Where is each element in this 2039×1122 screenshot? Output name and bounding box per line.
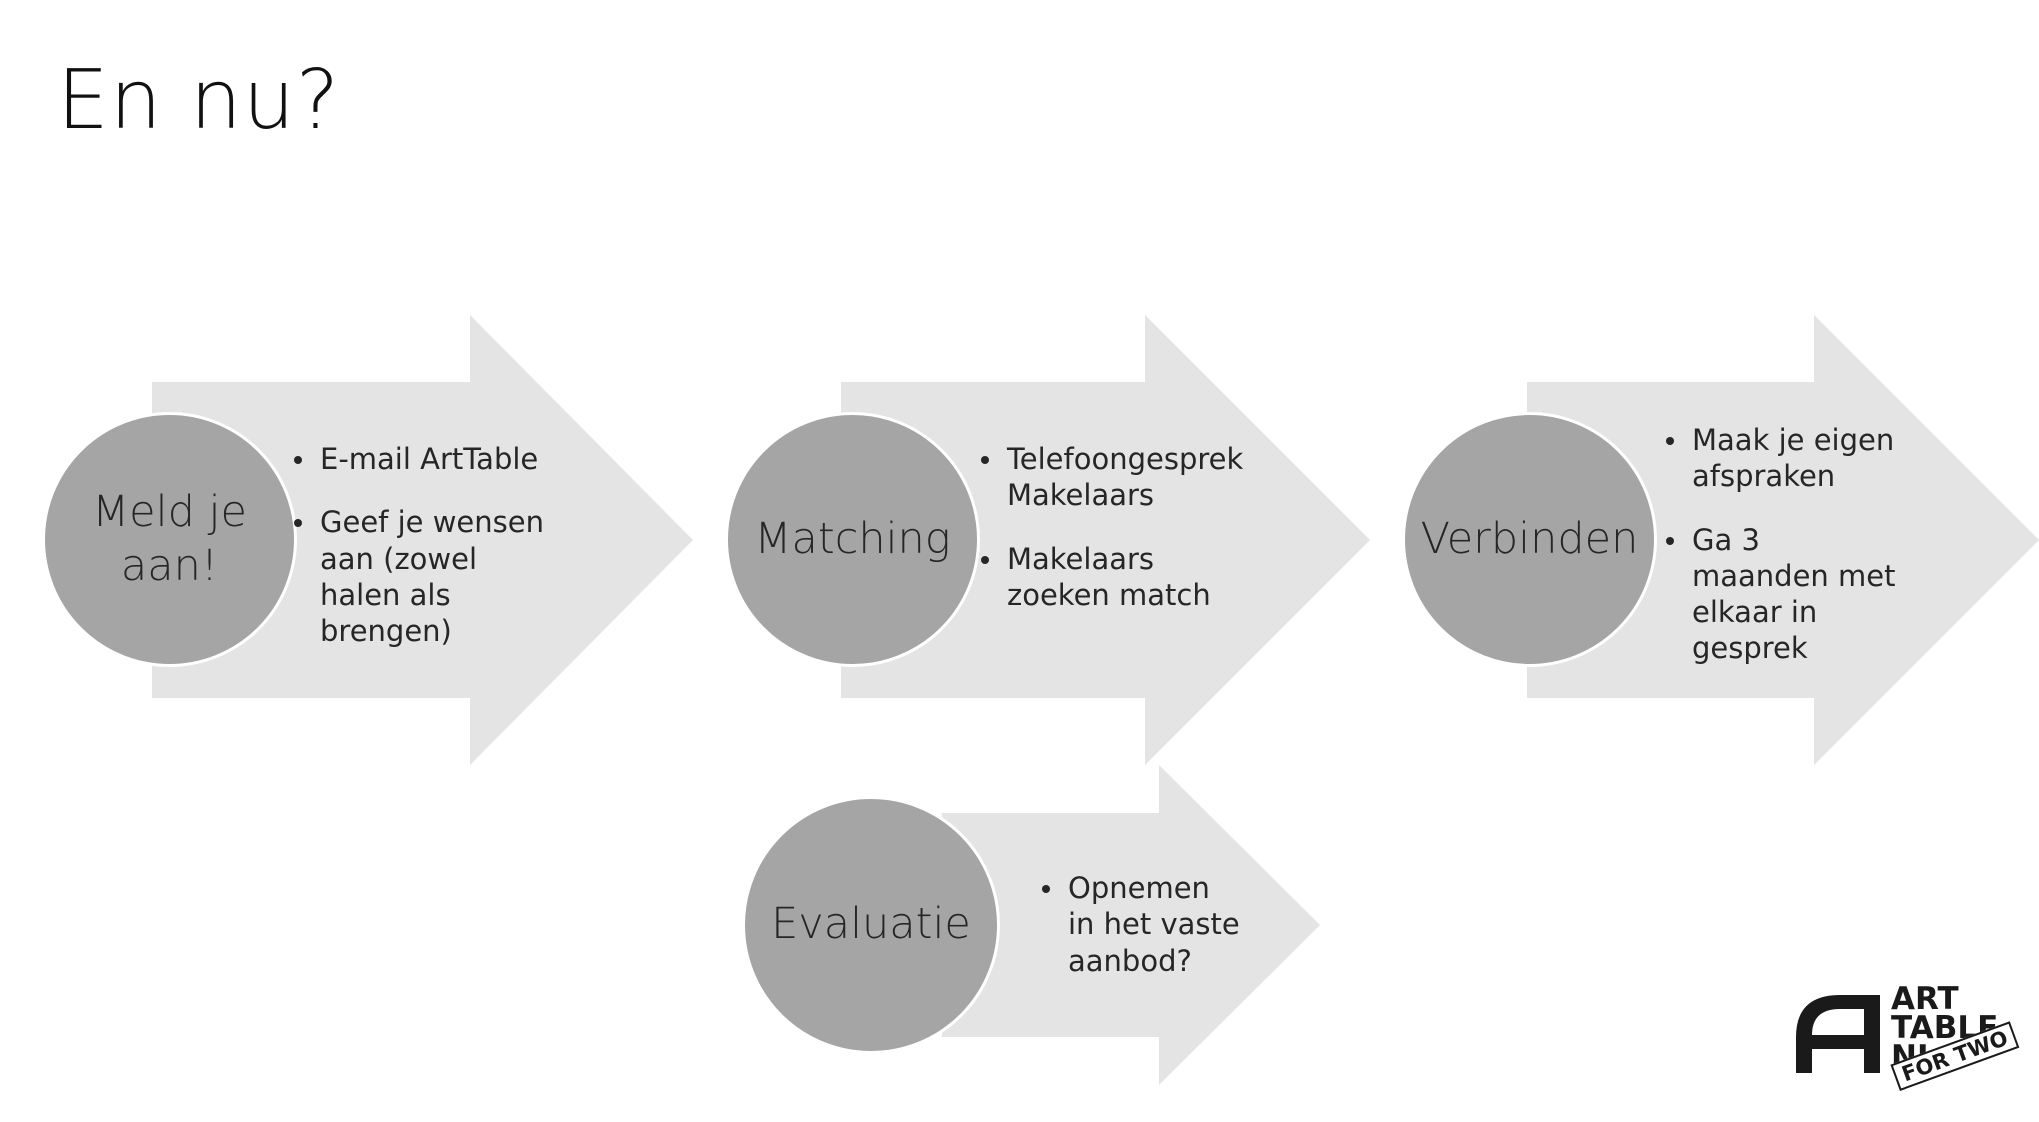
step-1-bullets: E-mail ArtTable Geef je wensen aan (zowe… (292, 441, 552, 676)
logo-line-1: ART (1891, 981, 1959, 1017)
step-3-bullets: Maak je eigen afspraken Ga 3 maanden met… (1664, 422, 1904, 694)
step-4: Evaluatie Opnemen in het vaste aanbod? (742, 765, 1322, 1085)
step-1-circle-line-2: aan! (120, 540, 219, 591)
slide-title: En nu? (57, 53, 341, 148)
step-4-bullets: Opnemen in het vaste aanbod? (1040, 870, 1240, 1006)
step-2-arrow (841, 315, 1370, 765)
step-1-circle-line-1: Meld je (92, 486, 247, 537)
step-1-bullet-2: Geef je wensen aan (zowel halen als bren… (292, 504, 552, 649)
step-1-bullet-1: E-mail ArtTable (292, 441, 552, 477)
step-1-arrow (152, 315, 693, 765)
step-2-bullets: Telefoongesprek Makelaars Makelaars zoek… (979, 441, 1259, 640)
step-3: Verbinden Maak je eigen afspraken Ga 3 m… (1402, 315, 2039, 765)
step-2: Matching Telefoongesprek Makelaars Makel… (725, 315, 1385, 765)
step-2-bullet-1: Telefoongesprek Makelaars (979, 441, 1259, 514)
step-3-circle-label: Verbinden (1420, 513, 1639, 564)
step-4-circle-label: Evaluatie (771, 899, 971, 950)
step-3-bullet-2: Ga 3 maanden met elkaar in gesprek (1664, 522, 1904, 667)
step-2-circle-label: Matching (754, 513, 951, 564)
arttable-logo: ART TABLE NL FOR TWO (1790, 981, 2020, 1110)
step-4-arrow (942, 765, 1320, 1085)
step-3-circle: Verbinden (1402, 412, 1657, 667)
step-1: Meld je aan! E-mail ArtTable Geef je wen… (42, 315, 702, 765)
step-3-arrow (1527, 315, 2039, 765)
step-3-bullet-1: Maak je eigen afspraken (1664, 422, 1904, 495)
step-4-circle: Evaluatie (742, 796, 1000, 1054)
logo-a-mark (1796, 995, 1880, 1073)
step-2-circle: Matching (725, 412, 980, 667)
step-4-bullet-1: Opnemen in het vaste aanbod? (1040, 870, 1240, 979)
step-2-bullet-2: Makelaars zoeken match (979, 541, 1259, 614)
step-1-circle: Meld je aan! (42, 412, 297, 667)
